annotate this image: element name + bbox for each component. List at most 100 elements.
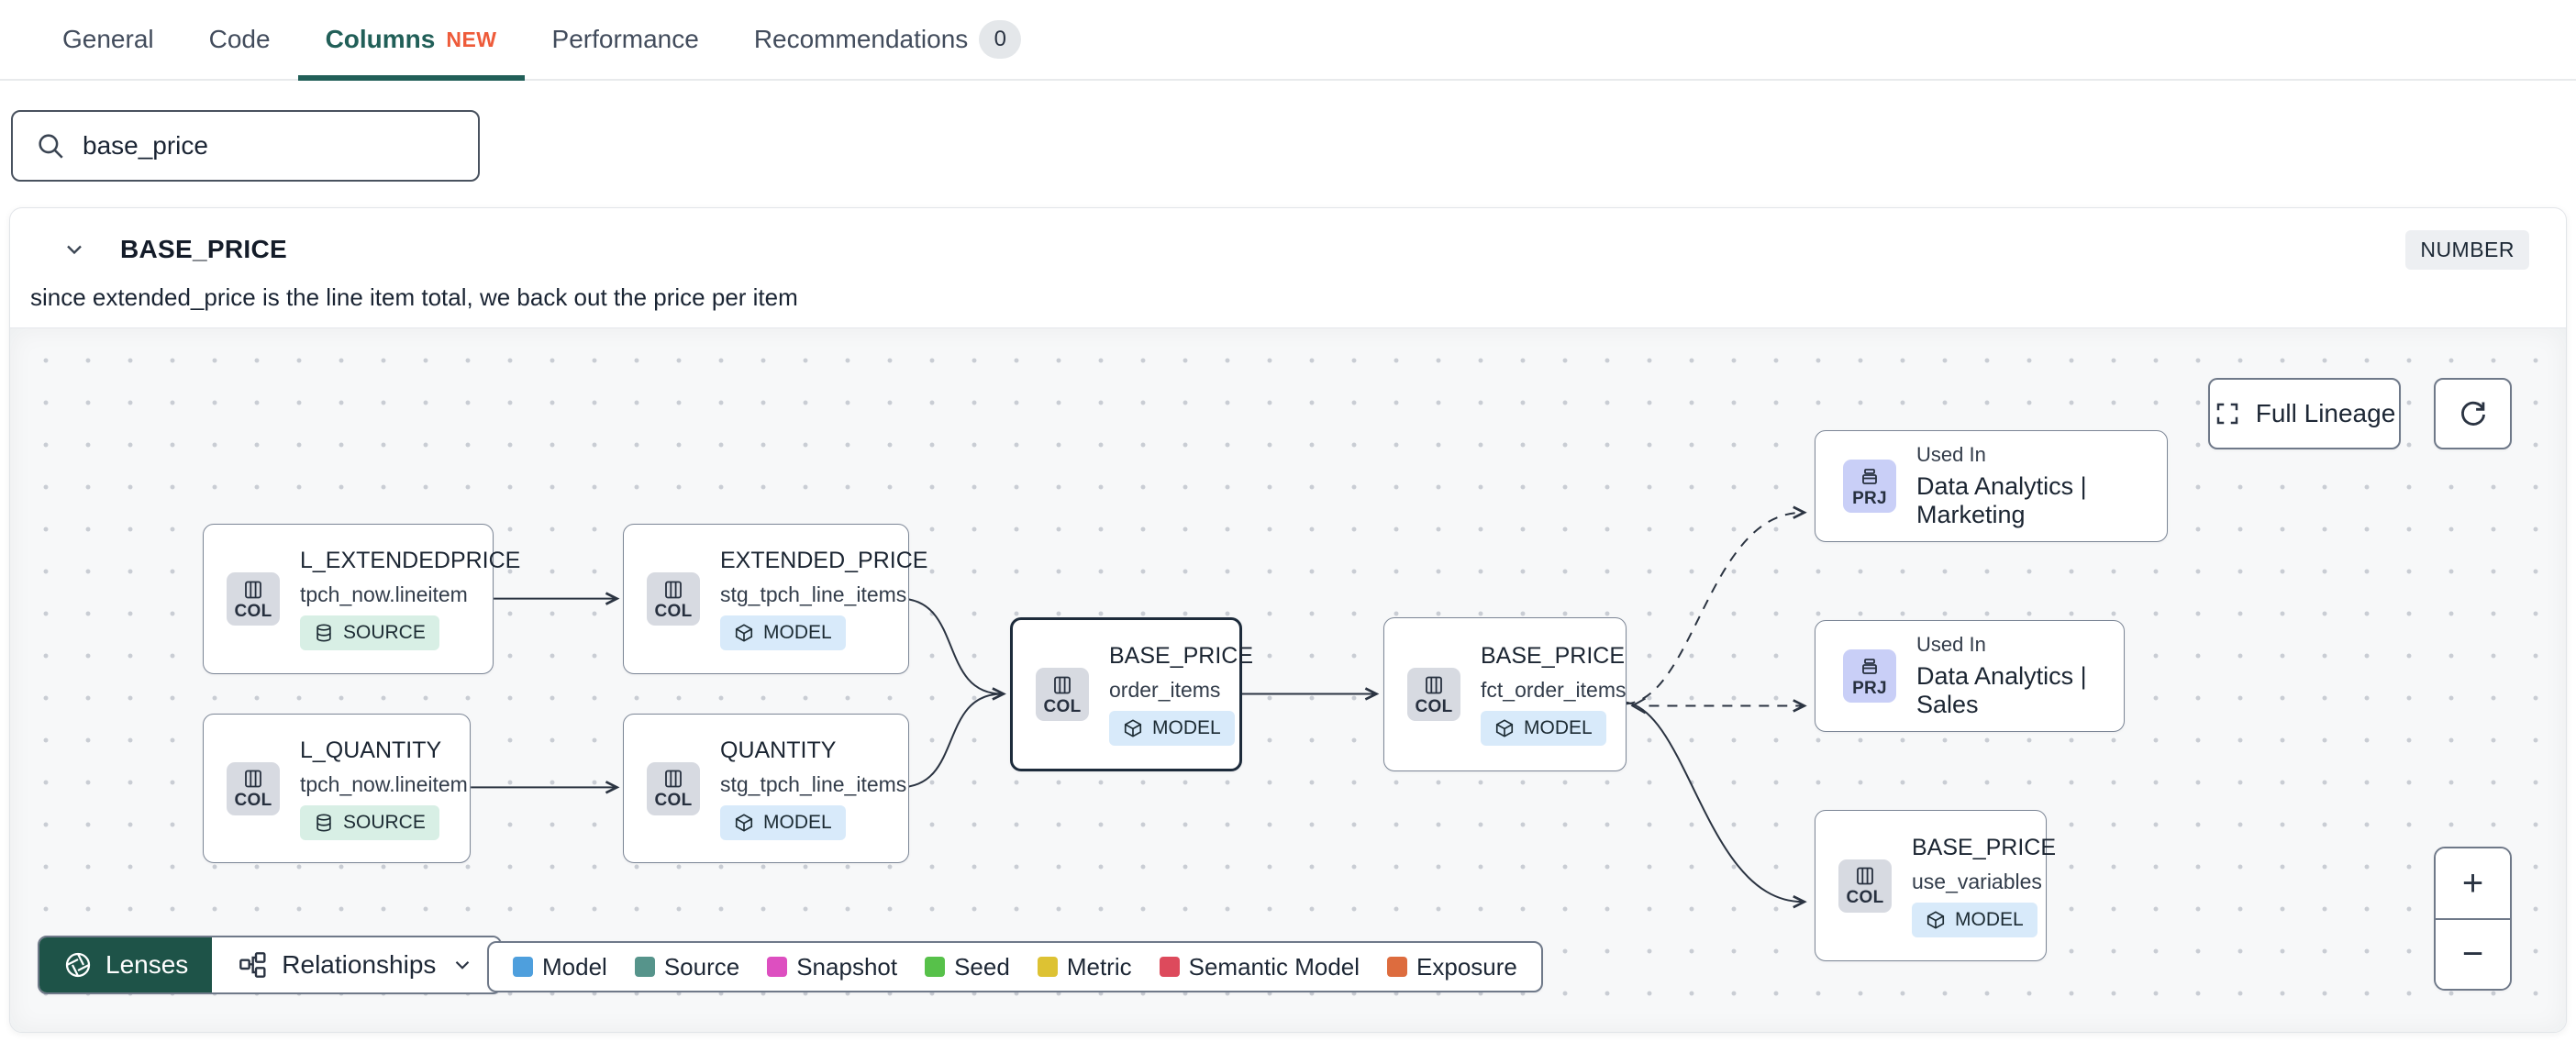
relationships-dropdown[interactable]: Relationships (212, 937, 501, 992)
lenses-toolbar: Lenses Relationships (38, 936, 503, 994)
node-subtitle: order_items (1109, 678, 1221, 702)
lineage-canvas[interactable]: COL L_EXTENDEDPRICE tpch_now.lineitem SO… (10, 327, 2566, 1032)
legend-item-seed: Seed (925, 953, 1010, 981)
lineage-node-used-in-sales[interactable]: PRJ Used In Data Analytics | Sales (1815, 620, 2125, 732)
node-subtitle: tpch_now.lineitem (300, 771, 468, 796)
cube-icon (1124, 719, 1142, 737)
aperture-icon (65, 952, 91, 978)
node-title: BASE_PRICE (1481, 643, 1626, 669)
legend-swatch (513, 957, 533, 977)
resource-badge: MODEL (1912, 902, 2037, 937)
cube-icon (1926, 910, 1945, 929)
tab-performance[interactable]: Performance (525, 0, 727, 79)
resource-badge: SOURCE (300, 804, 439, 840)
search-input[interactable] (83, 131, 456, 161)
node-subtitle: tpch_now.lineitem (300, 582, 468, 606)
column-description: since extended_price is the line item to… (30, 283, 798, 311)
columns-icon (245, 770, 261, 788)
tab-columns[interactable]: Columns NEW (297, 0, 525, 81)
node-subtitle: stg_tpch_line_items (720, 771, 907, 796)
lineage-node-l-extendedprice[interactable]: COL L_EXTENDEDPRICE tpch_now.lineitem SO… (203, 524, 520, 674)
node-subtitle: stg_tpch_line_items (720, 582, 907, 606)
legend-swatch (634, 957, 655, 977)
lineage-node-base-price-fct-order-items[interactable]: COL BASE_PRICE fct_order_items MODEL (1383, 617, 1627, 771)
lineage-node-extended-price[interactable]: COL EXTENDED_PRICE stg_tpch_line_items M… (623, 524, 927, 674)
tab-code[interactable]: Code (182, 0, 298, 79)
used-in-label: Used In (1916, 443, 1986, 466)
chevron-down-icon (456, 960, 470, 970)
lineage-node-l-quantity[interactable]: COL L_QUANTITY tpch_now.lineitem SOURCE (203, 714, 471, 863)
columns-icon (665, 581, 682, 598)
recommendations-count-badge: 0 (979, 20, 1022, 59)
column-type-badge: NUMBER (2405, 229, 2529, 270)
legend-swatch (925, 957, 946, 977)
tab-label: Columns (325, 25, 436, 53)
columns-icon (1426, 676, 1442, 693)
cube-icon (735, 624, 753, 642)
legend-item-model: Model (513, 953, 607, 981)
tab-recommendations[interactable]: Recommendations 0 (727, 0, 1049, 79)
node-subtitle: fct_order_items (1481, 678, 1627, 702)
legend-swatch (1037, 957, 1058, 977)
refresh-button[interactable] (2434, 378, 2512, 449)
tab-general[interactable]: General (35, 0, 182, 79)
new-badge: NEW (446, 27, 497, 51)
column-chip: COL (227, 761, 280, 815)
tab-label: General (62, 25, 154, 53)
resource-badge: MODEL (1109, 711, 1235, 746)
cube-icon (1495, 719, 1514, 737)
node-title: L_EXTENDEDPRICE (300, 548, 521, 573)
lineage-node-used-in-marketing[interactable]: PRJ Used In Data Analytics | Marketing (1815, 430, 2168, 542)
divider (2436, 917, 2510, 920)
columns-icon (245, 581, 261, 598)
search-input-wrapper[interactable] (11, 110, 480, 182)
lineage-edges (471, 505, 1807, 909)
full-lineage-button[interactable]: Full Lineage (2208, 378, 2401, 449)
relationships-icon (239, 952, 266, 978)
resource-badge: SOURCE (300, 615, 439, 650)
collapse-chevron-icon[interactable] (61, 237, 87, 262)
legend-swatch (1387, 957, 1408, 977)
cube-icon (735, 813, 753, 832)
column-chip: COL (647, 572, 700, 626)
node-title: QUANTITY (720, 737, 837, 763)
legend-item-exposure: Exposure (1387, 953, 1517, 981)
lineage-legend: Model Source Snapshot Seed Metric Semant… (487, 941, 1543, 992)
refresh-icon (2460, 401, 2485, 426)
legend-swatch (767, 957, 788, 977)
project-chip: PRJ (1843, 649, 1896, 703)
node-title: EXTENDED_PRICE (720, 548, 928, 573)
column-card-header: BASE_PRICE NUMBER (10, 208, 2566, 282)
search-row (0, 81, 2576, 207)
column-chip: COL (1838, 859, 1892, 913)
legend-item-metric: Metric (1037, 953, 1132, 981)
column-card: BASE_PRICE NUMBER since extended_price i… (9, 207, 2567, 1033)
column-chip: COL (1036, 668, 1089, 721)
column-chip: COL (647, 761, 700, 815)
zoom-out-button[interactable]: − (2436, 919, 2510, 989)
resource-badge: MODEL (720, 804, 846, 840)
node-title: BASE_PRICE (1109, 643, 1254, 669)
column-chip: COL (227, 572, 280, 626)
tab-label: Recommendations (753, 25, 969, 53)
used-in-label: Used In (1916, 633, 1986, 656)
lineage-node-base-price-use-variables[interactable]: COL BASE_PRICE use_variables MODEL (1815, 810, 2056, 961)
tab-bar: General Code Columns NEW Performance Rec… (0, 0, 2576, 81)
project-chip: PRJ (1843, 460, 1896, 513)
project-icon (1862, 658, 1877, 674)
fullscreen-icon (2216, 403, 2237, 425)
zoom-in-button[interactable]: + (2436, 848, 2510, 918)
lineage-node-base-price-order-items[interactable]: COL BASE_PRICE order_items MODEL (1010, 617, 1253, 771)
legend-item-semantic-model: Semantic Model (1159, 953, 1360, 981)
column-chip: COL (1407, 668, 1460, 721)
search-icon (39, 134, 63, 159)
columns-icon (1054, 676, 1071, 693)
lineage-node-quantity[interactable]: COL QUANTITY stg_tpch_line_items MODEL (623, 714, 909, 863)
database-icon (316, 624, 331, 642)
column-name: BASE_PRICE (120, 235, 287, 263)
columns-icon (1857, 867, 1873, 885)
database-icon (316, 813, 331, 832)
columns-icon (665, 770, 682, 788)
lenses-button[interactable]: Lenses (39, 937, 213, 992)
node-title: L_QUANTITY (300, 737, 442, 763)
